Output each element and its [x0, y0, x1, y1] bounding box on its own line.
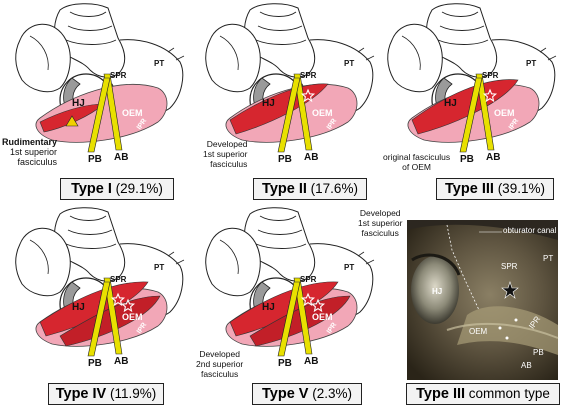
caption-type-label: Type I [71, 181, 112, 197]
caption-percent: (39.1%) [498, 181, 545, 196]
photo-label-pb: PB [533, 348, 544, 357]
note-line: of OEM [383, 162, 450, 172]
photo-label-pt: PT [543, 254, 553, 263]
photo-label-hj: HJ [432, 287, 442, 296]
note-line: 1st superior [203, 149, 247, 159]
caption-photo: Type III common type [406, 383, 560, 405]
caption-type-2: Type II (17.6%) [253, 178, 367, 200]
pelvis-group: HJSPROEMIPRPBABPT [16, 208, 184, 369]
label-hj: HJ [262, 302, 275, 313]
label-ab: AB [114, 356, 128, 367]
label-oem: OEM [122, 108, 143, 118]
note-line: 2nd superior [196, 359, 243, 369]
label-hj: HJ [444, 98, 457, 109]
label-oem: OEM [122, 312, 143, 322]
label-ab: AB [304, 152, 318, 163]
note-line: Developed [196, 349, 243, 359]
label-pb: PB [278, 154, 292, 165]
caption-type-label: Type V [262, 386, 308, 402]
note-line: Developed [203, 139, 247, 149]
note-developed-2nd: Developed 2nd superior fasciculus [196, 349, 243, 379]
caption-photo-rest: common type [465, 386, 550, 401]
note-line: fasciculus [203, 159, 247, 169]
label-oem: OEM [312, 108, 333, 118]
photo-label-oem: OEM [469, 327, 487, 336]
label-pb: PB [88, 358, 102, 369]
label-pb: PB [278, 358, 292, 369]
iliac-wing [206, 228, 261, 295]
label-pt: PT [526, 59, 536, 68]
iliac-wing [206, 24, 261, 91]
caption-percent: (2.3%) [312, 386, 352, 401]
note-line: Developed [358, 208, 402, 218]
iliac-wing [16, 24, 71, 91]
label-pb: PB [88, 154, 102, 165]
label-ab: AB [486, 152, 500, 163]
label-oem: OEM [494, 108, 515, 118]
label-oem: OEM [312, 312, 333, 322]
note-line: Rudimentary [2, 137, 57, 147]
label-hj: HJ [72, 302, 85, 313]
label-pb: PB [460, 154, 474, 165]
caption-type-label: Type IV [56, 386, 107, 402]
caption-photo-bold: Type III [416, 386, 465, 402]
label-spr: SPR [300, 71, 317, 80]
label-hj: HJ [262, 98, 275, 109]
label-spr: SPR [482, 71, 499, 80]
note-line: 1st superior [2, 147, 57, 157]
caption-percent: (29.1%) [116, 181, 163, 196]
caption-type-label: Type III [445, 181, 494, 197]
photo-label-obturator: obturator canal [503, 226, 556, 235]
caption-percent: (11.9%) [110, 386, 156, 401]
caption-percent: (17.6%) [311, 181, 358, 196]
note-developed-1st: Developed 1st superior fasciculus [203, 139, 247, 169]
label-hj: HJ [72, 98, 85, 109]
caption-type-5: Type V (2.3%) [252, 383, 362, 405]
label-pt: PT [344, 59, 354, 68]
label-spr: SPR [300, 275, 317, 284]
pelvis-group: HJSPROEMIPRPBABPT [388, 4, 556, 165]
label-ab: AB [304, 356, 318, 367]
label-pt: PT [154, 59, 164, 68]
note-original-fasciculus: original fasciculus of OEM [383, 152, 450, 172]
note-line: 1st superior [358, 218, 402, 228]
photo-label-ab: AB [521, 361, 532, 370]
iliac-wing [388, 24, 443, 91]
caption-type-1: Type I (29.1%) [60, 178, 174, 200]
caption-type-4: Type IV (11.9%) [48, 383, 164, 405]
note-developed-1st-type5: Developed 1st superior fasciculus [358, 208, 402, 238]
note-line: original fasciculus [383, 152, 450, 162]
note-line: fasciculus [358, 228, 402, 238]
note-rudimentary: Rudimentary 1st superior fasciculus [2, 137, 57, 167]
iliac-wing [16, 228, 71, 295]
label-ab: AB [114, 152, 128, 163]
label-spr: SPR [110, 71, 127, 80]
label-spr: SPR [110, 275, 127, 284]
caption-type-3: Type III (39.1%) [436, 178, 554, 200]
note-line: fasciculus [2, 157, 57, 167]
label-pt: PT [154, 263, 164, 272]
note-line: fasciculus [196, 369, 243, 379]
photo-label-spr: SPR [501, 262, 517, 271]
caption-type-label: Type II [262, 181, 307, 197]
label-pt: PT [344, 263, 354, 272]
